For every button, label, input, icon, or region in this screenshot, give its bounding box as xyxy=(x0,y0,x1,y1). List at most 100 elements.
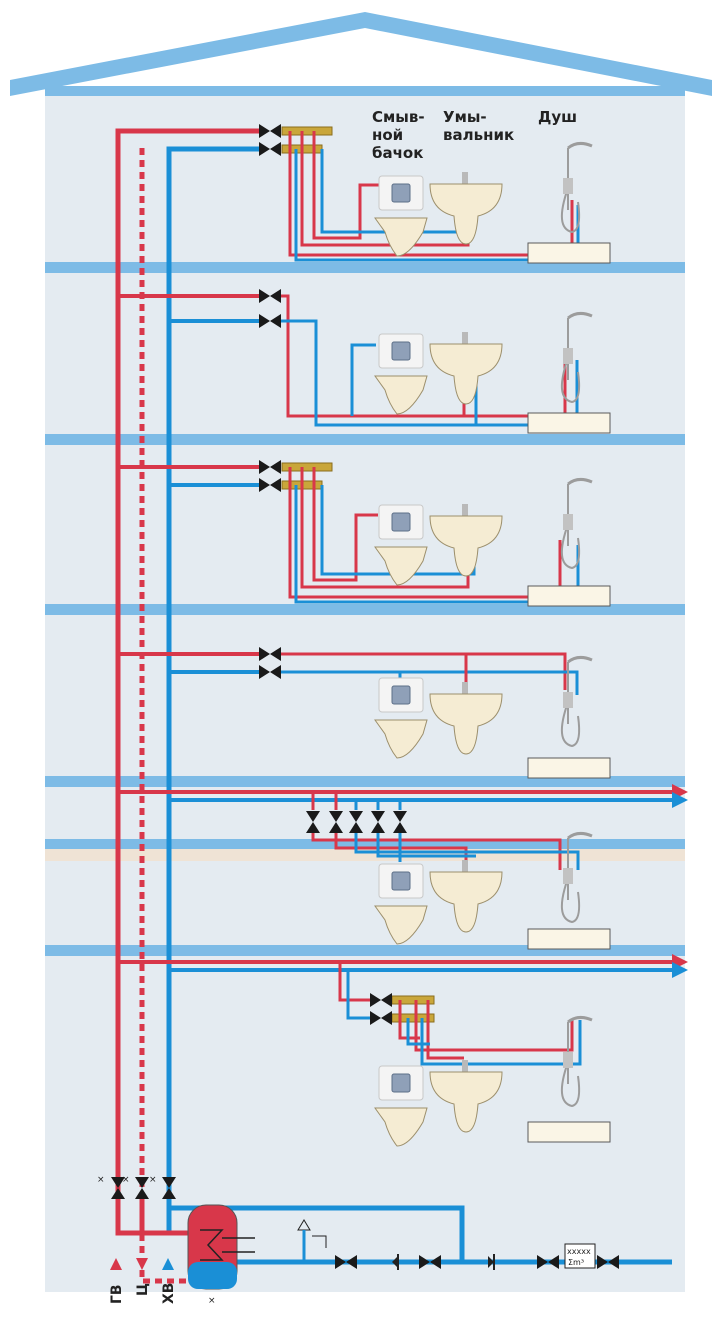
legend-hot-water: ГВ xyxy=(109,1284,125,1304)
valve-half xyxy=(349,811,363,822)
f2-cold-line xyxy=(354,833,580,870)
shower-head-icon xyxy=(567,1015,593,1024)
valve-half xyxy=(270,478,281,492)
roof xyxy=(10,12,712,96)
floor-slab xyxy=(45,945,685,956)
shower xyxy=(561,311,593,404)
faucet-icon xyxy=(462,1060,468,1074)
label-washbasin-1: Умы- xyxy=(443,108,487,126)
valve-circulation-riser xyxy=(135,1177,149,1199)
valve-half xyxy=(111,1177,125,1188)
valve-half xyxy=(135,1188,149,1199)
valve-f3-cold xyxy=(259,665,281,679)
faucet-icon xyxy=(462,504,468,518)
meter-unit: Σm³ xyxy=(568,1258,584,1267)
shower xyxy=(561,655,593,748)
f1-hot-shower xyxy=(414,1000,574,1052)
faucet-icon xyxy=(462,682,468,696)
check-valve-arrow xyxy=(392,1256,398,1268)
valve-hot-riser xyxy=(111,1177,125,1199)
pipe-network xyxy=(115,126,688,1284)
f6-hot-toilet xyxy=(312,131,383,240)
f3-hot-line xyxy=(281,652,567,690)
basement-equipment: ×××× xyxy=(97,1175,495,1306)
valve-half xyxy=(419,1255,430,1269)
valve-half xyxy=(270,142,281,156)
valve-f4-hot xyxy=(259,460,281,474)
drain-mark: × xyxy=(149,1175,157,1185)
shower-head-icon xyxy=(567,311,593,320)
shower xyxy=(561,1015,593,1108)
boiler-hot-out xyxy=(115,1198,188,1236)
meter-display: xxxxx xyxy=(567,1247,591,1256)
shower-head-icon xyxy=(567,141,593,150)
shower-tray xyxy=(527,757,611,779)
valve-half xyxy=(306,822,320,833)
toilet-bowl xyxy=(374,546,428,586)
drain-mark: × xyxy=(97,1175,105,1185)
basin-bowl xyxy=(429,183,503,245)
valve-cold-riser xyxy=(162,1177,176,1199)
valve-f5-cold xyxy=(259,314,281,328)
toilet xyxy=(374,504,428,586)
valve-half xyxy=(259,665,270,679)
valve-half xyxy=(370,1011,381,1025)
toilet-bowl xyxy=(374,905,428,945)
faucet-icon xyxy=(462,172,468,186)
check-valve-arrow xyxy=(488,1256,494,1268)
shower xyxy=(561,477,593,570)
valve-f2-4 xyxy=(371,811,385,833)
valve-half xyxy=(393,811,407,822)
f6-cold-shower xyxy=(294,149,580,262)
washbasin xyxy=(429,504,503,577)
mixer-icon xyxy=(563,1052,573,1068)
mixer-icon xyxy=(563,868,573,884)
f4-cold-shower xyxy=(294,485,580,604)
floor-slab xyxy=(45,839,685,850)
valve-half xyxy=(430,1255,441,1269)
f5-hot-line xyxy=(281,294,567,418)
label-flush-tank-3: бачок xyxy=(372,144,423,162)
valve-f1-hot xyxy=(370,993,392,1007)
valve-meter-in xyxy=(537,1255,559,1269)
mixer-icon xyxy=(563,348,573,364)
valve-f2-2 xyxy=(329,811,343,833)
eaves xyxy=(45,86,685,96)
shower-tray xyxy=(527,585,611,607)
f6-hot-shower xyxy=(288,131,574,257)
valve-f2-1 xyxy=(306,811,320,833)
valve-half xyxy=(537,1255,548,1269)
f4-hot-shower xyxy=(288,467,562,599)
valve-half xyxy=(135,1177,149,1188)
valve-half xyxy=(259,647,270,661)
f1-cold-shower xyxy=(420,1018,582,1066)
floor-slab xyxy=(45,776,685,787)
valve-half xyxy=(346,1255,357,1269)
toilet xyxy=(374,677,428,759)
f5-cold-line xyxy=(281,319,579,427)
valve-f2-5 xyxy=(393,811,407,833)
valve-half xyxy=(270,314,281,328)
shower-tray xyxy=(527,1121,611,1143)
valve-f2-3 xyxy=(349,811,363,833)
valve-half xyxy=(259,124,270,138)
flush-button-icon xyxy=(391,341,411,361)
shower-head-icon xyxy=(567,477,593,486)
f2-cold-basin xyxy=(376,833,476,858)
valve-half xyxy=(270,289,281,303)
mixer-icon xyxy=(563,692,573,708)
label-flush-tank-2: ной xyxy=(372,126,403,144)
toilet-bowl xyxy=(374,217,428,257)
valve-f4-cold xyxy=(259,478,281,492)
shower-tray xyxy=(527,242,611,264)
manifold-f6-hot xyxy=(281,126,333,136)
valve-half xyxy=(162,1188,176,1199)
valve-f1-cold xyxy=(370,1011,392,1025)
valves xyxy=(111,124,619,1269)
heat-exchanger-icon xyxy=(200,1229,224,1261)
toilet xyxy=(374,1065,428,1147)
flush-button-icon xyxy=(391,1073,411,1093)
tank-cold-zone xyxy=(188,1262,237,1289)
hot-riser xyxy=(115,128,265,1235)
valve-half xyxy=(162,1177,176,1188)
